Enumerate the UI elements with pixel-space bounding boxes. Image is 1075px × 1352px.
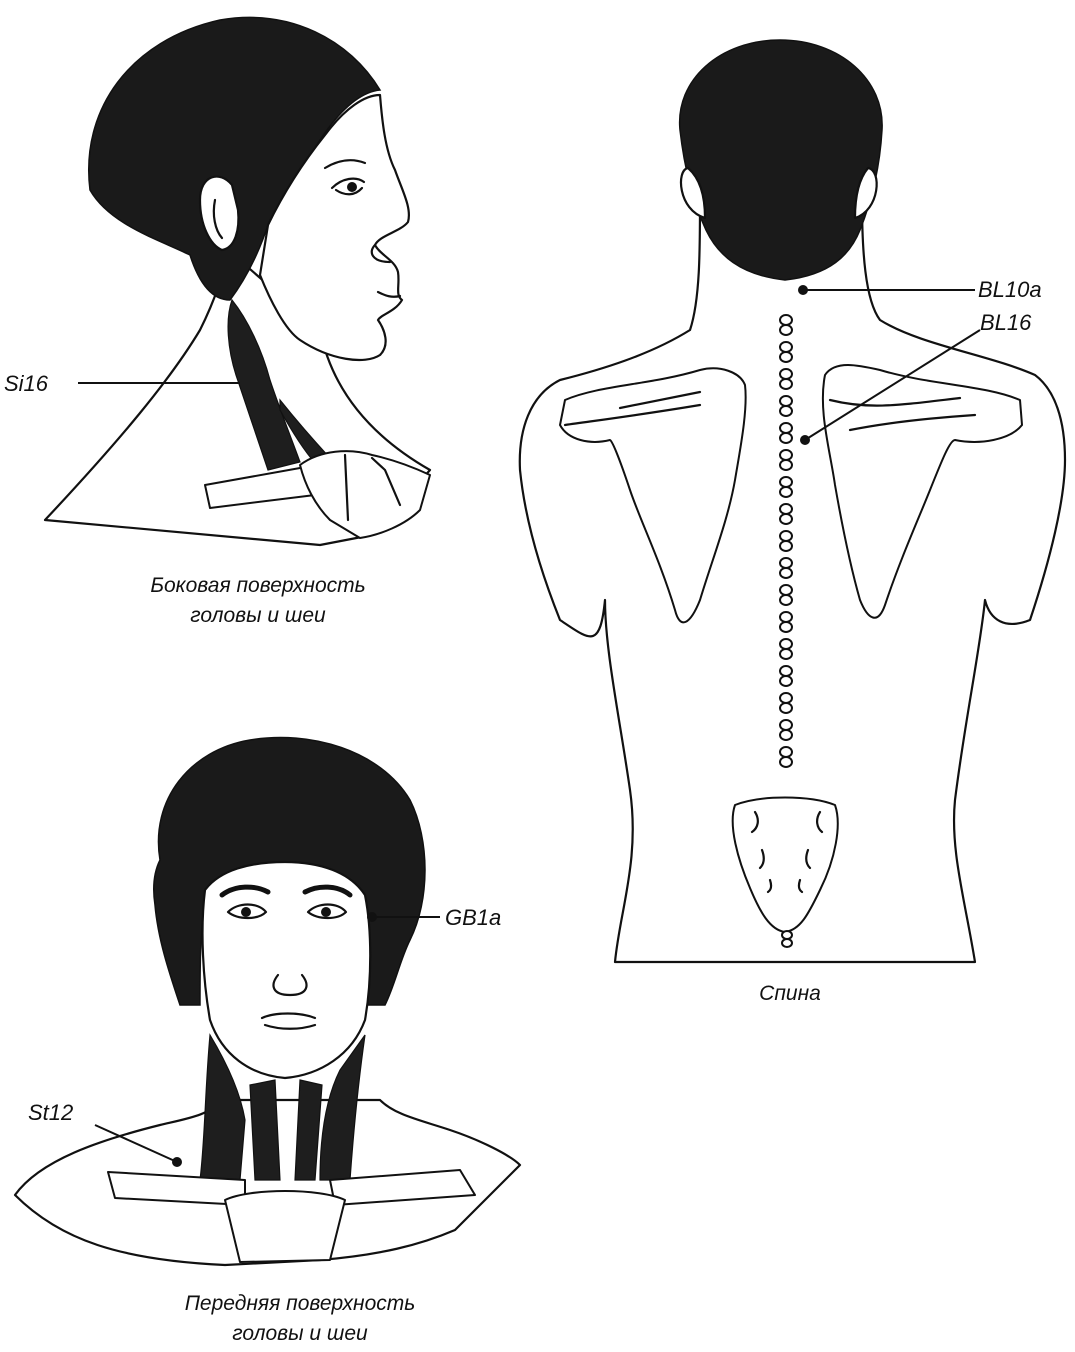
vertebra-shape [780,450,792,460]
back-point-label-bl16: BL16 [980,310,1032,335]
vertebra-shape [780,325,792,335]
back-view-figure: BL10a BL16 Спина [520,40,1065,1005]
vertebra-shape [780,531,792,541]
vertebra-shape [780,747,792,757]
front-point-label-gb1a: GB1a [445,905,501,930]
vertebra-shape [780,406,792,416]
vertebra-shape [780,477,792,487]
side-caption-line2: головы и шеи [190,604,326,627]
vertebra-shape [780,504,792,514]
vertebra-shape [780,396,792,406]
vertebra-shape [780,720,792,730]
vertebra-shape [780,730,792,740]
vertebra-shape [780,666,792,676]
vertebra-shape [780,460,792,470]
front-caption-line2: головы и шеи [232,1322,368,1345]
vertebra-shape [780,379,792,389]
vertebra-shape [780,487,792,497]
vertebra-shape [780,585,792,595]
vertebra-shape [780,595,792,605]
side-caption-line1: Боковая поверхность [150,574,365,597]
front-caption-line1: Передняя поверхность [185,1292,416,1315]
front-view-figure: GB1a St12 Передняя поверхность головы и … [15,738,520,1346]
front-sternum [225,1191,345,1262]
vertebra-shape [780,612,792,622]
vertebra-shape [780,369,792,379]
vertebra-shape [780,649,792,659]
back-caption: Спина [759,982,821,1005]
vertebra-shape [780,757,792,767]
vertebra-shape [780,433,792,443]
front-point-label-st12: St12 [28,1100,73,1125]
back-point-label-bl10a: BL10a [978,277,1042,302]
vertebra-shape [780,703,792,713]
vertebra-shape [780,541,792,551]
vertebra-shape [780,315,792,325]
vertebra-shape [780,342,792,352]
vertebra-shape [780,568,792,578]
side-view-figure: Si16 Боковая поверхность головы и шеи [4,17,430,627]
front-neck-muscle-center-left [250,1080,280,1180]
vertebra-shape [780,676,792,686]
vertebra-shape [780,622,792,632]
vertebra-shape [780,558,792,568]
vertebra-shape [780,639,792,649]
side-point-label-si16: Si16 [4,371,49,396]
vertebra-shape [780,514,792,524]
vertebra-shape [780,693,792,703]
vertebra-shape [780,423,792,433]
vertebra-shape [780,352,792,362]
